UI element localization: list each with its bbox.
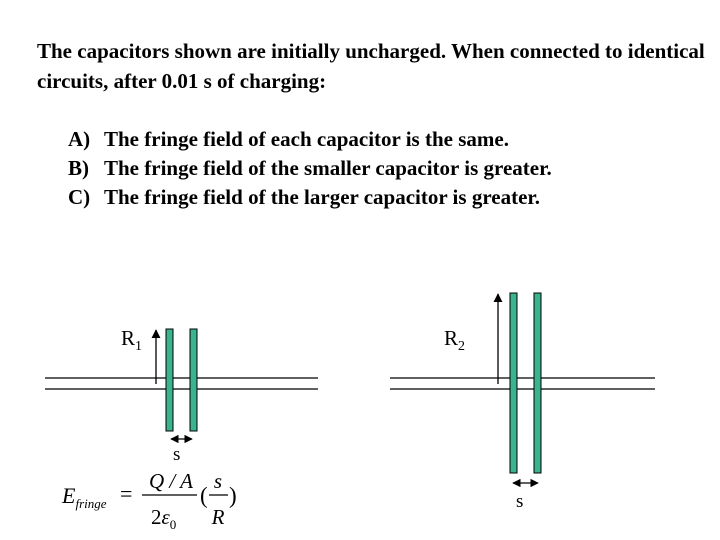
large-capacitor: R2 s bbox=[390, 292, 655, 512]
option-b[interactable]: B) The fringe field of the smaller capac… bbox=[68, 154, 708, 183]
radius-label: R2 bbox=[444, 326, 465, 354]
right-plate bbox=[189, 328, 198, 432]
option-a[interactable]: A) The fringe field of each capacitor is… bbox=[68, 125, 708, 154]
option-text: The fringe field of the smaller capacito… bbox=[104, 156, 552, 180]
radius-label: R1 bbox=[121, 326, 142, 354]
question-text: The capacitors shown are initially uncha… bbox=[37, 39, 705, 93]
option-letter: B) bbox=[68, 156, 89, 180]
option-c[interactable]: C) The fringe field of the larger capaci… bbox=[68, 183, 708, 212]
gap-label: s bbox=[173, 444, 180, 465]
option-letter: C) bbox=[68, 185, 91, 209]
option-letter: A) bbox=[68, 127, 91, 151]
small-capacitor: R1 s bbox=[45, 326, 318, 465]
formula-close-paren: ) bbox=[229, 483, 237, 508]
formula-open-paren: ( bbox=[200, 483, 208, 508]
option-text: The fringe field of the larger capacitor… bbox=[104, 185, 541, 209]
formula-numerator-right: s bbox=[214, 469, 222, 493]
gap-label: s bbox=[516, 491, 523, 512]
formula-denominator-left: 2ε0 bbox=[151, 505, 176, 532]
left-plate bbox=[509, 292, 518, 474]
option-text: The fringe field of each capacitor is th… bbox=[104, 127, 509, 151]
right-plate bbox=[533, 292, 542, 474]
answer-options: A) The fringe field of each capacitor is… bbox=[68, 125, 708, 212]
fringe-field-formula: Efringe = Q / A 2ε0 ( s R ) bbox=[61, 469, 237, 532]
formula-lhs: Efringe bbox=[61, 483, 107, 511]
left-plate bbox=[165, 328, 174, 432]
formula-numerator-left: Q / A bbox=[149, 469, 193, 493]
formula-equals: = bbox=[120, 481, 132, 506]
formula-denominator-right: R bbox=[211, 505, 225, 529]
